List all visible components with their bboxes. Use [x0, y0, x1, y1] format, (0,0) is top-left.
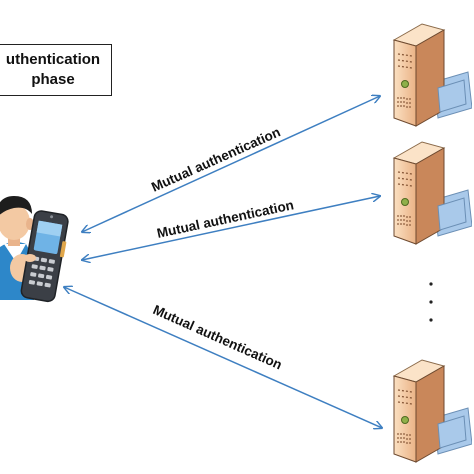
phase-box: uthentication phase	[0, 44, 112, 96]
server-icon-1	[393, 23, 472, 127]
server-icon-2	[393, 141, 472, 245]
arrow-to-server-3	[64, 287, 382, 428]
phase-label-line1: uthentication	[5, 51, 101, 68]
arrow-to-server-2	[82, 196, 380, 260]
edge-label-1: Mutual authentication	[149, 124, 283, 194]
user-with-mobile-phone-icon	[0, 196, 69, 303]
server-icon-3	[393, 359, 472, 463]
ellipsis-dots	[429, 282, 433, 322]
edge-label-3: Mutual authentication	[151, 302, 285, 372]
phase-label-line2: phase	[31, 71, 75, 88]
